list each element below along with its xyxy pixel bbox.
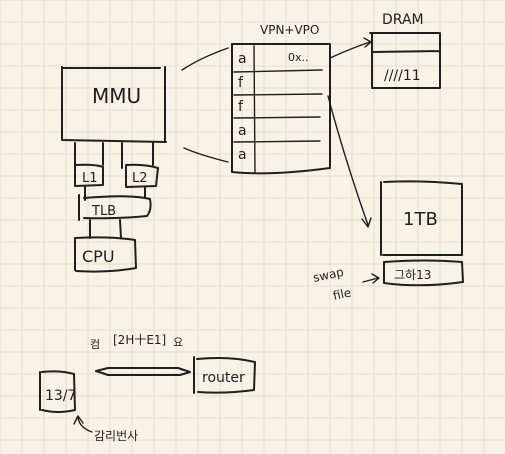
mmu-connectors (74, 142, 154, 169)
l1-box: L1 (74, 163, 104, 187)
tlb-to-cpu-lines (89, 219, 122, 239)
table-header-label: VPN+VPO (260, 23, 319, 37)
left-device-box: 13/7 (39, 370, 76, 413)
tlb-box: TLB (78, 194, 152, 221)
cable-annotation: 컴 [2H十E1] 요 (90, 333, 183, 351)
dram-box: DRAM ////11 (369, 12, 441, 89)
cable-double-arrow (95, 367, 191, 376)
table-row-letter: f (238, 99, 244, 115)
left-device-label: 13/7 (45, 388, 76, 404)
bottom-note-arrow (73, 415, 93, 433)
cable-right-mark: 요 (173, 336, 183, 349)
cable-left-mark: 컴 (90, 338, 100, 351)
swap-file-note: swap file (312, 265, 380, 303)
cpu-box: CPU (74, 236, 137, 273)
dram-hatch: ////11 (384, 68, 421, 84)
table-hex-label: 0x.. (288, 51, 309, 64)
disk-label: 1TB (403, 209, 438, 230)
file-label: file (332, 285, 353, 302)
router-label: router (202, 370, 245, 386)
table-row-letter: a (238, 51, 247, 67)
table-row-letter: a (238, 123, 247, 139)
dram-label: DRAM (382, 12, 424, 28)
router-box: router (193, 356, 256, 394)
swap-arrow (362, 273, 380, 284)
cpu-label: CPU (82, 247, 115, 266)
table-to-disk-arrow (327, 95, 372, 228)
table-to-dram-arrow (329, 37, 372, 59)
l2-label: L2 (132, 171, 148, 186)
table-row-letter: a (238, 147, 247, 163)
mmu-box: MMU (61, 66, 167, 143)
table-row-letter: f (238, 75, 244, 91)
bottom-note: 감리번사 (94, 429, 138, 443)
l2-box: L2 (125, 163, 159, 188)
swap-label: swap (312, 265, 345, 285)
cable-label: [2H十E1] (113, 333, 166, 347)
disk-bottom-label: 그하13 (394, 268, 431, 282)
tlb-label: TLB (91, 204, 116, 219)
mmu-to-table-top-line (181, 47, 229, 71)
mmu-to-table-bottom-line (183, 147, 229, 163)
mmu-label: MMU (92, 84, 141, 108)
l1-label: L1 (82, 171, 98, 186)
disk-box: 1TB 그하13 (380, 180, 464, 287)
